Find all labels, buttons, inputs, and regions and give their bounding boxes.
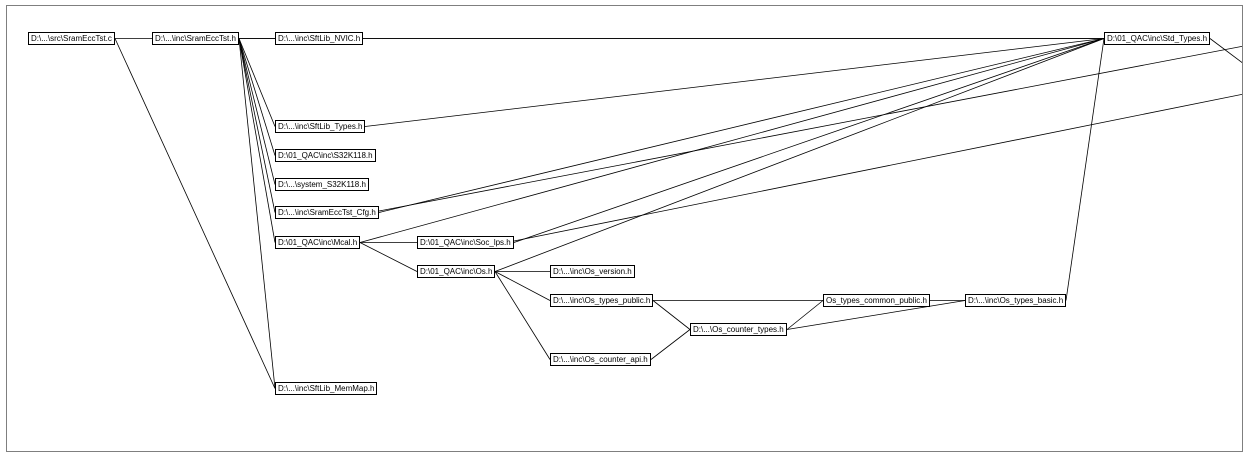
edge-os_types_basic_h-to-std_types_h xyxy=(1065,38,1105,301)
node-sram-ecc-tst-h[interactable]: D:\...\inc\SramEccTst.h xyxy=(152,32,239,45)
edge-os_types_public_h-to-os_counter_types_h xyxy=(652,300,691,330)
node-mcal-h[interactable]: D:\01_QAC\inc\Mcal.h xyxy=(275,236,361,249)
node-os-types-basic-h[interactable]: D:\...\inc\Os_types_basic.h xyxy=(965,294,1067,307)
edge-sram_ecc_tst_h-to-s32k118_h xyxy=(238,38,276,156)
node-soc-lps-h[interactable]: D:\01_QAC\inc\Soc_lps.h xyxy=(417,236,514,249)
node-sram-ecc-tst-c[interactable]: D:\...\src\SramEccTst.c xyxy=(28,32,115,45)
node-system-s32k118-h[interactable]: D:\...\system_S32K118.h xyxy=(275,178,369,191)
edge-soc_lps_h-to-std_types_h xyxy=(513,38,1105,243)
edge-os_counter_types_h-to-os_types_basic_h xyxy=(786,300,966,330)
node-os-types-common-public-h[interactable]: Os_types_common_public.h xyxy=(823,294,930,307)
node-sftlib-memmap-h[interactable]: D:\...\inc\SftLib_MemMap.h xyxy=(275,382,378,395)
edge-mcal_h-to-std_types_h xyxy=(359,38,1105,243)
edge-offscreen-0 xyxy=(1209,38,1242,64)
node-os-version-h[interactable]: D:\...\inc\Os_version.h xyxy=(550,265,635,278)
node-os-h[interactable]: D:\01_QAC\inc\Os.h xyxy=(417,265,496,278)
edge-sram_ecc_tst_c-to-sftlib_memmap_h xyxy=(114,38,276,389)
node-s32k118-h[interactable]: D:\01_QAC\inc\S32K118.h xyxy=(275,149,376,162)
edge-offscreen-2 xyxy=(378,45,1242,212)
edge-sram_ecc_tst_cfg_h-to-std_types_h xyxy=(378,38,1105,213)
node-os-counter-types-h[interactable]: D:\...\Os_counter_types.h xyxy=(690,323,787,336)
edge-os_h-to-std_types_h xyxy=(494,38,1105,272)
edge-sram_ecc_tst_h-to-system_s32k118_h xyxy=(238,38,276,185)
node-os-counter-api-h[interactable]: D:\...\inc\Os_counter_api.h xyxy=(550,353,651,366)
edge-os_h-to-os_types_public_h xyxy=(494,271,551,301)
node-std-types-h[interactable]: D:\01_QAC\inc\Std_Types.h xyxy=(1104,32,1211,45)
node-sftlib-types-h[interactable]: D:\...\inc\SftLib_Types.h xyxy=(275,120,366,133)
edge-mcal_h-to-os_h xyxy=(359,242,418,272)
edge-sftlib_types_h-to-std_types_h xyxy=(364,38,1105,127)
node-sram-ecc-tst-cfg-h[interactable]: D:\...\inc\SramEccTst_Cfg.h xyxy=(275,206,379,219)
graph-canvas: D:\...\src\SramEccTst.c D:\...\inc\SramE… xyxy=(6,5,1243,452)
edge-os_counter_types_h-to-os_types_common_public_h xyxy=(786,300,824,330)
edge-sram_ecc_tst_h-to-sftlib_types_h xyxy=(238,38,276,127)
node-sftlib-nvic-h[interactable]: D:\...\inc\SftLib_NVIC.h xyxy=(275,32,364,45)
dependency-edges xyxy=(114,38,1242,389)
edge-offscreen-1 xyxy=(513,93,1242,242)
edge-sram_ecc_tst_h-to-sftlib_memmap_h xyxy=(238,38,276,389)
edge-os_counter_api_h-to-os_counter_types_h xyxy=(650,329,691,360)
edge-sram_ecc_tst_h-to-mcal_h xyxy=(238,38,276,243)
node-os-types-public-h[interactable]: D:\...\inc\Os_types_public.h xyxy=(550,294,654,307)
edge-os_h-to-os_counter_api_h xyxy=(494,271,551,360)
edge-sram_ecc_tst_h-to-sram_ecc_tst_cfg_h xyxy=(238,38,276,213)
